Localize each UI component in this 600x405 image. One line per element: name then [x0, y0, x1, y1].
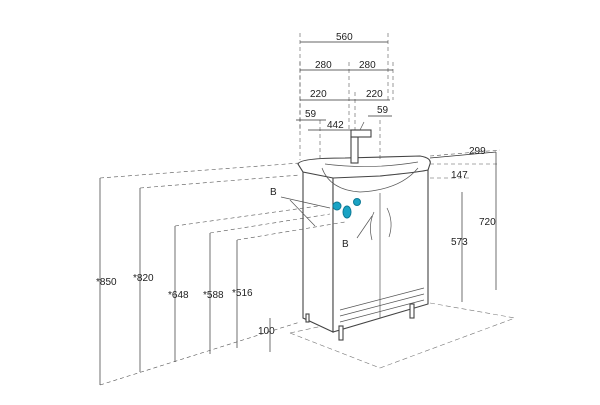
- left-dimensions: *850 *820 *648 *588 *516 100: [96, 178, 346, 385]
- leg-front-left: [338, 325, 344, 341]
- dim-offset-right: 59: [377, 105, 389, 116]
- door-handle-right: [386, 207, 392, 238]
- top-dimensions: 560 280 280 220 220 59 59 442: [296, 32, 394, 160]
- dim-wall-588: *588: [203, 290, 224, 301]
- connection-markers: B B: [270, 187, 373, 250]
- dim-inner-right: 220: [366, 89, 383, 100]
- dim-height-total: 720: [479, 217, 496, 228]
- dim-inner-left: 220: [310, 89, 327, 100]
- dim-half-right: 280: [359, 60, 376, 71]
- right-dimensions: 299 147 720 573: [429, 146, 500, 302]
- marker-label-lower: B: [342, 239, 349, 250]
- leg-back-left: [305, 313, 310, 323]
- leg-front-right: [409, 303, 415, 319]
- dim-offset-left: 59: [305, 109, 317, 120]
- faucet-icon: [350, 121, 372, 164]
- dim-wall-648: *648: [168, 290, 189, 301]
- dim-wall-850: *850: [96, 277, 117, 288]
- dim-basin-depth: 147: [451, 170, 468, 181]
- dim-half-left: 280: [315, 60, 332, 71]
- dim-width-total: 560: [336, 32, 353, 43]
- dim-depth: 299: [469, 146, 486, 157]
- dim-wall-820: *820: [133, 273, 154, 284]
- floor-outline: [289, 302, 516, 369]
- door-handle-left: [370, 211, 375, 241]
- basin-bowl: [321, 167, 419, 193]
- basin-top: [297, 155, 431, 179]
- marker-label-upper: B: [270, 187, 277, 198]
- water-connection-icon: [353, 198, 361, 206]
- dim-wall-516: *516: [232, 288, 253, 299]
- cabinet-side: [302, 169, 334, 333]
- drain-connection-icon: [342, 205, 352, 219]
- wall-outline: [99, 149, 501, 386]
- water-connection-icon: [332, 201, 342, 211]
- dim-faucet-span: 442: [327, 120, 344, 131]
- dim-leg-height: 100: [258, 326, 275, 337]
- cabinet: [302, 163, 429, 341]
- dim-cabinet-height: 573: [451, 237, 468, 248]
- basin: [297, 155, 431, 193]
